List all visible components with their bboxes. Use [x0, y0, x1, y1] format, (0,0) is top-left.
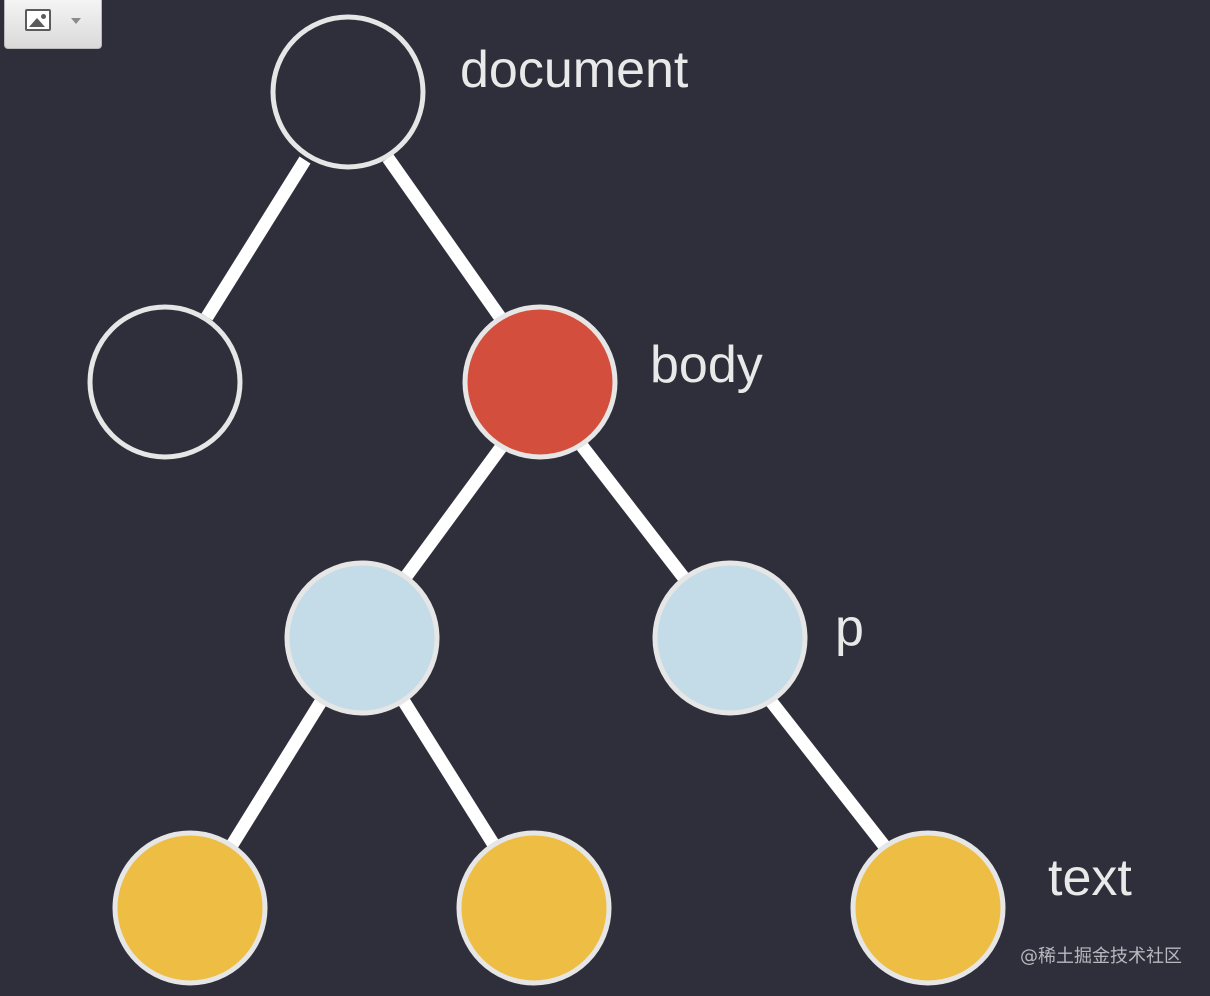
edge-document-body: [382, 154, 508, 324]
chevron-down-icon[interactable]: [71, 18, 81, 24]
edge-body-left-element: [399, 442, 508, 582]
node-empty-left: [87, 304, 243, 460]
node-text-middle: [456, 830, 612, 986]
edge-body-p: [576, 442, 690, 582]
edge-document-left: [201, 156, 311, 321]
image-options-button[interactable]: [4, 0, 102, 49]
edge-p-text: [764, 695, 892, 853]
edge-element-text-middle: [397, 696, 500, 849]
node-text-right: [850, 830, 1006, 986]
label-body: body: [650, 336, 763, 394]
watermark: @稀土掘金技术社区: [1020, 946, 1182, 967]
image-icon: [25, 9, 51, 31]
node-element-left: [284, 560, 440, 716]
label-document: document: [460, 41, 689, 99]
node-document: [270, 14, 426, 170]
node-text-left: [112, 830, 268, 986]
node-p: [652, 560, 808, 716]
node-body: [462, 304, 618, 460]
label-text: text: [1048, 849, 1132, 907]
edge-element-text-left: [226, 696, 328, 849]
label-p: p: [835, 599, 864, 657]
